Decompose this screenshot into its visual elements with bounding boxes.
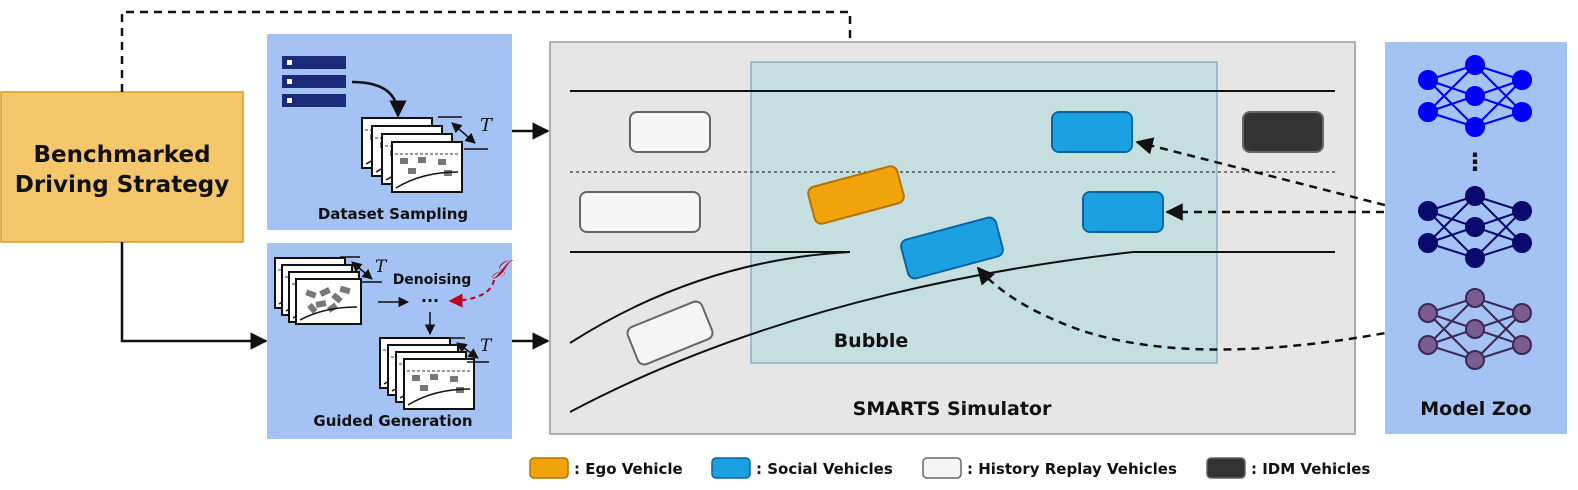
legend-history-label: : History Replay Vehicles [967,460,1177,478]
history-vehicle [579,191,701,233]
guided-generation-panel: T Denoising ··· 𝒥 T Guided Generation [267,243,514,439]
bubble-label: Bubble [834,330,909,352]
strategy-to-generation-arrow [120,242,268,350]
neural-net-icon [1418,288,1532,370]
dataset-sampling-label: Dataset Sampling [318,205,468,223]
idm-vehicle [1242,111,1324,153]
model-zoo-label: Model Zoo [1420,398,1531,420]
social-vehicle [1051,111,1133,153]
model-zoo-panel: ⋮ Model Zoo [1385,42,1567,434]
horizon-symbol: T [480,115,494,136]
social-vehicle [1082,191,1164,233]
dataset-sampling-panel: T Dataset Sampling [267,34,512,230]
strategy-box: Benchmarked Driving Strategy [0,91,244,243]
model-zoo-ellipsis: ⋮ [1463,148,1487,176]
denoising-ellipsis: ··· [421,291,439,310]
ramp-inner-edge [569,251,851,344]
zoo-to-social-arrow [1135,137,1413,214]
simulator-panel: Bubble SMARTS Simulator [549,41,1356,435]
database-to-frames-arrow [351,80,407,118]
legend-idm-swatch [1206,457,1246,479]
history-vehicle [626,300,714,366]
noisy-frames-stack [274,257,362,325]
noisy-horizon-symbol: T [375,257,388,277]
legend-ego-swatch [529,457,569,479]
database-icon [282,56,346,107]
strategy-title-line1: Benchmarked [33,142,210,168]
generated-horizon-symbol: T [480,336,493,356]
ego-vehicle [807,165,905,225]
zoo-to-social-arrow [976,266,1413,351]
neural-net-icon [1418,55,1532,137]
guidance-arrow [448,279,495,308]
ramp-outer-edge [569,251,1134,413]
legend-ego-label: : Ego Vehicle [574,460,683,478]
denoising-label: Denoising [393,272,472,288]
legend: : Ego Vehicle : Social Vehicles : Histor… [529,457,1370,479]
legend-idm-label: : IDM Vehicles [1251,460,1370,478]
horizon-arrow [451,122,476,144]
guided-generation-label: Guided Generation [313,412,472,430]
simulator-label: SMARTS Simulator [853,398,1052,420]
legend-history-swatch [922,457,962,479]
neural-net-icon [1418,186,1532,268]
social-vehicle [900,216,1004,280]
legend-social-swatch [711,457,751,479]
history-vehicle [629,111,711,153]
legend-social-label: : Social Vehicles [756,460,893,478]
strategy-title-line2: Driving Strategy [15,172,230,198]
